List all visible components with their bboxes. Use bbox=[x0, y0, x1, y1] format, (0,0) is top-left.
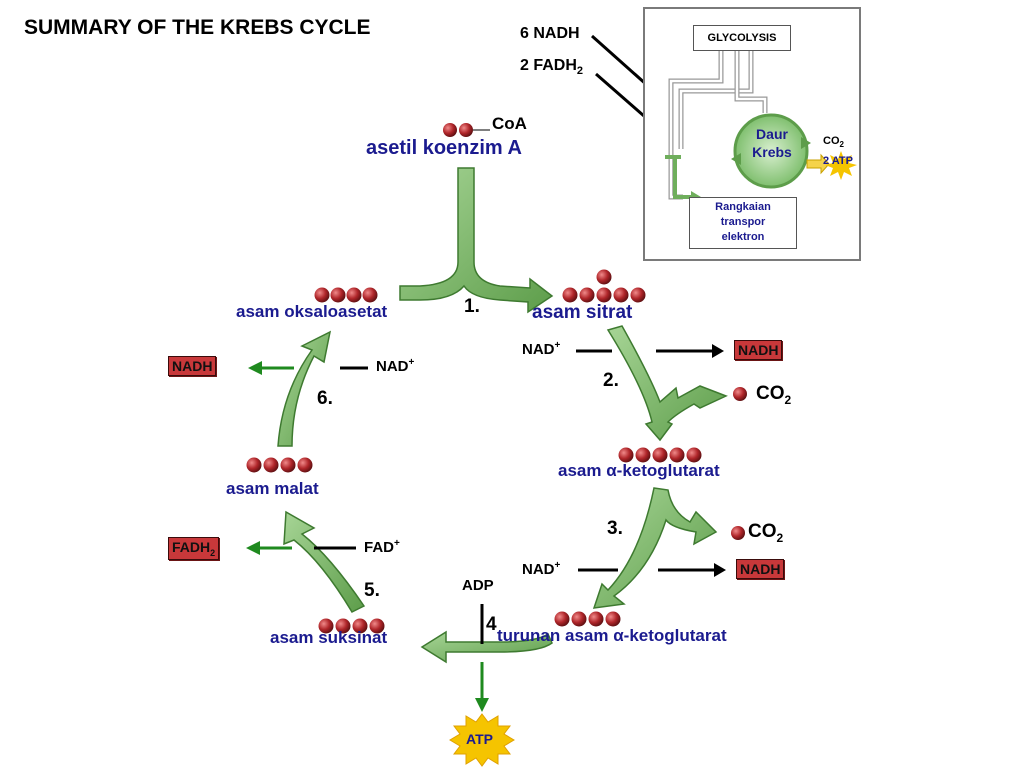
malate-label: asam malat bbox=[226, 479, 319, 498]
ketoglutarate-prefix: asam bbox=[558, 461, 607, 480]
derivative-prefix: turunan asam bbox=[497, 626, 614, 645]
nadh-badge-3: NADH bbox=[736, 559, 785, 579]
step1-arrow bbox=[399, 167, 554, 314]
co2-text-3: CO bbox=[748, 521, 777, 542]
atp-release-arrow-4 bbox=[475, 662, 489, 712]
step6-arrow bbox=[277, 330, 332, 447]
fadh-badge-5: FADH2 bbox=[168, 537, 220, 560]
fadh-sub-5: 2 bbox=[210, 547, 216, 558]
nad-sup-2: + bbox=[554, 340, 561, 351]
derivative-suffix: -ketoglutarat bbox=[623, 626, 727, 645]
nad-plus-2: NAD+ bbox=[522, 340, 560, 358]
co2-label-2: CO2 bbox=[756, 383, 791, 407]
electron-transport-box: Rangkaian transpor elektron bbox=[689, 197, 797, 249]
krebs-cycle-label: Daur Krebs bbox=[741, 125, 803, 161]
etc-line3: elektron bbox=[721, 231, 765, 243]
malate-beads bbox=[246, 457, 313, 473]
co2-sub-2: 2 bbox=[784, 392, 792, 407]
ketoglutarate-suffix: -ketoglutarat bbox=[616, 461, 720, 480]
total-fadh-sub: 2 bbox=[576, 65, 584, 78]
nadh-badge-6: NADH bbox=[168, 356, 217, 376]
co2-bead-2 bbox=[733, 387, 747, 401]
nad-plus-3: NAD+ bbox=[522, 560, 560, 578]
step-3-number: 3. bbox=[607, 518, 623, 539]
citrate-label: asam sitrat bbox=[532, 302, 633, 323]
inset-atp: 2 ATP bbox=[823, 155, 853, 167]
derivative-alpha: α bbox=[613, 626, 624, 645]
total-fadh-text: 2 FADH bbox=[520, 57, 577, 74]
derivative-label: turunan asam α-ketoglutarat bbox=[497, 626, 727, 646]
succinate-beads bbox=[318, 618, 385, 634]
nad-text-3: NAD bbox=[522, 561, 555, 578]
oxaloacetate-beads bbox=[314, 287, 378, 303]
overview-inset: GLYCOLYSIS Daur Krebs CO2 2 ATP Rangkaia… bbox=[643, 7, 861, 261]
total-fadh-label: 2 FADH2 bbox=[520, 57, 583, 77]
ketoglutarate-beads bbox=[618, 447, 702, 463]
fad-sup-5: + bbox=[394, 538, 400, 549]
etc-line1: Rangkaian bbox=[715, 201, 771, 213]
inset-diagram bbox=[665, 51, 857, 203]
nadh-arrowhead-3 bbox=[714, 563, 726, 577]
glycolysis-box: GLYCOLYSIS bbox=[693, 25, 791, 51]
co2-sub-3: 2 bbox=[776, 530, 784, 545]
fad-text-5: FAD bbox=[364, 539, 394, 556]
nad-sup-6: + bbox=[408, 357, 415, 368]
co2-label-3: CO2 bbox=[748, 521, 783, 545]
nadh-badge-2: NADH bbox=[734, 340, 783, 360]
inset-co2: CO2 bbox=[823, 135, 844, 149]
nad-sup-3: + bbox=[554, 560, 561, 571]
fadh-release-arrow-5 bbox=[246, 541, 292, 555]
step-5-number: 5. bbox=[364, 580, 380, 601]
nad-text-6: NAD bbox=[376, 358, 409, 375]
step5-arrow bbox=[283, 510, 366, 613]
step-1-number: 1. bbox=[464, 296, 480, 317]
step-6-number: 6. bbox=[317, 388, 333, 409]
total-nadh-label: 6 NADH bbox=[520, 25, 580, 42]
step3-arrow bbox=[592, 487, 718, 609]
ketoglutarate-label: asam α-ketoglutarat bbox=[558, 461, 720, 481]
ketoglutarate-alpha: α bbox=[606, 461, 617, 480]
etc-line2: transpor bbox=[720, 216, 766, 228]
krebs-line2: Krebs bbox=[752, 144, 792, 160]
oxaloacetate-label: asam oksaloasetat bbox=[236, 302, 388, 321]
co2-text-2: CO bbox=[756, 383, 785, 404]
glycolysis-label: GLYCOLYSIS bbox=[707, 32, 777, 44]
succinate-label: asam suksinat bbox=[270, 628, 388, 647]
inset-co2-sub: 2 bbox=[839, 140, 844, 150]
step4-arrow bbox=[420, 630, 553, 664]
derivative-beads bbox=[554, 611, 621, 627]
adp-label: ADP bbox=[462, 577, 494, 594]
citrate-beads bbox=[562, 269, 646, 303]
acetyl-beads bbox=[443, 123, 490, 137]
atp-label: ATP bbox=[466, 731, 493, 747]
step2-arrow bbox=[606, 325, 728, 442]
nadh-release-arrow-6 bbox=[248, 361, 294, 375]
coa-label: CoA bbox=[492, 114, 527, 133]
atp-star bbox=[449, 713, 515, 767]
acetyl-coa-label: asetil koenzim A bbox=[366, 137, 522, 159]
fadh-text-5: FADH bbox=[172, 539, 211, 555]
inset-co2-text: CO bbox=[823, 135, 840, 147]
krebs-line1: Daur bbox=[756, 126, 788, 142]
fad-plus-5: FAD+ bbox=[364, 538, 400, 556]
page-title: SUMMARY OF THE KREBS CYCLE bbox=[24, 16, 371, 39]
co2-bead-3 bbox=[731, 526, 745, 540]
step-4-number: 4 bbox=[486, 614, 497, 635]
nad-text-2: NAD bbox=[522, 341, 555, 358]
nad-plus-6: NAD+ bbox=[376, 357, 414, 375]
step-2-number: 2. bbox=[603, 370, 619, 391]
nadh-arrowhead-2 bbox=[712, 344, 724, 358]
